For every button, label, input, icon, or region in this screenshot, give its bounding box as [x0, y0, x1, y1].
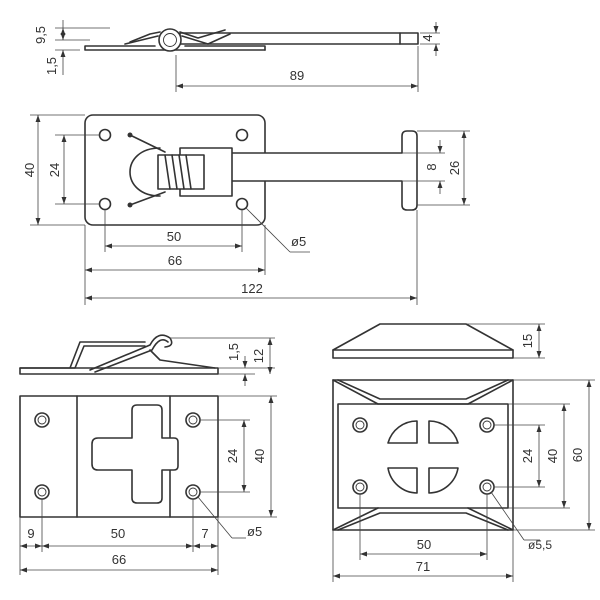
dim-br-width-plate: 71 — [416, 559, 430, 574]
view-top-plan: 40 24 50 66 122 8 26 ø5 — [22, 114, 470, 305]
dim-bl-height-spring: 1,5 — [226, 343, 241, 361]
dim-top-plan-tee-width: 26 — [447, 161, 462, 175]
dim-bl-offset-right: 7 — [201, 526, 208, 541]
dim-br-width-holes: 50 — [417, 537, 431, 552]
dim-bl-hole-diameter: ø5 — [247, 524, 262, 539]
dim-br-hole-diameter: ø5,5 — [528, 538, 552, 552]
dim-bl-offset-left: 9 — [27, 526, 34, 541]
dim-top-plan-width-plate: 66 — [168, 253, 182, 268]
dim-lines-top-side — [55, 20, 440, 92]
view-bottom-right: 15 24 40 60 50 71 ø5,5 — [332, 323, 595, 582]
view-bottom-left: 1,5 12 24 40 9 50 7 66 ø5 — [19, 334, 277, 575]
dim-lines-bottom-left — [19, 337, 277, 575]
br-mounting-holes — [352, 417, 495, 495]
dim-top-plan-height-outer: 40 — [22, 163, 37, 177]
side-spring-latch — [124, 28, 231, 52]
plan-mounting-holes — [98, 128, 249, 211]
dim-bl-height-side: 12 — [251, 349, 266, 363]
dim-bl-width-plate: 66 — [112, 552, 126, 567]
view-top-side: 9,5 1,5 4 89 — [33, 20, 440, 92]
dim-br-height-holes: 24 — [520, 449, 535, 463]
bl-cross-cutout — [91, 404, 179, 504]
dim-top-plan-hole-diameter: ø5 — [291, 234, 306, 249]
dim-top-plan-width-holes: 50 — [167, 229, 181, 244]
dim-lines-bottom-right — [332, 323, 595, 582]
side-arm — [179, 32, 419, 45]
dim-top-plan-height-holes: 24 — [47, 163, 62, 177]
br-quadrant-cutouts — [387, 420, 459, 494]
dim-br-height-inner: 40 — [545, 449, 560, 463]
bl-side-profile — [19, 334, 219, 375]
dim-br-height-outer: 60 — [570, 448, 585, 462]
dim-top-side-arm-length: 89 — [290, 68, 304, 83]
br-side-profile — [332, 323, 514, 359]
dim-top-side-thickness-total: 9,5 — [33, 26, 48, 44]
side-plate — [84, 45, 266, 51]
dim-bl-height-plate: 40 — [252, 449, 267, 463]
bl-mounting-holes — [34, 412, 201, 500]
dim-bl-height-holes: 24 — [225, 449, 240, 463]
dim-top-side-arm-thickness: 4 — [420, 34, 435, 41]
dim-bl-width-holes: 50 — [111, 526, 125, 541]
dim-top-side-thickness-plate: 1,5 — [44, 57, 59, 75]
dim-br-height-side: 15 — [520, 334, 535, 348]
dim-top-plan-width-total: 122 — [241, 281, 263, 296]
plan-spring-latch — [127, 132, 233, 208]
dim-lines-top-plan — [30, 114, 470, 305]
dim-top-plan-arm-width: 8 — [424, 163, 439, 170]
